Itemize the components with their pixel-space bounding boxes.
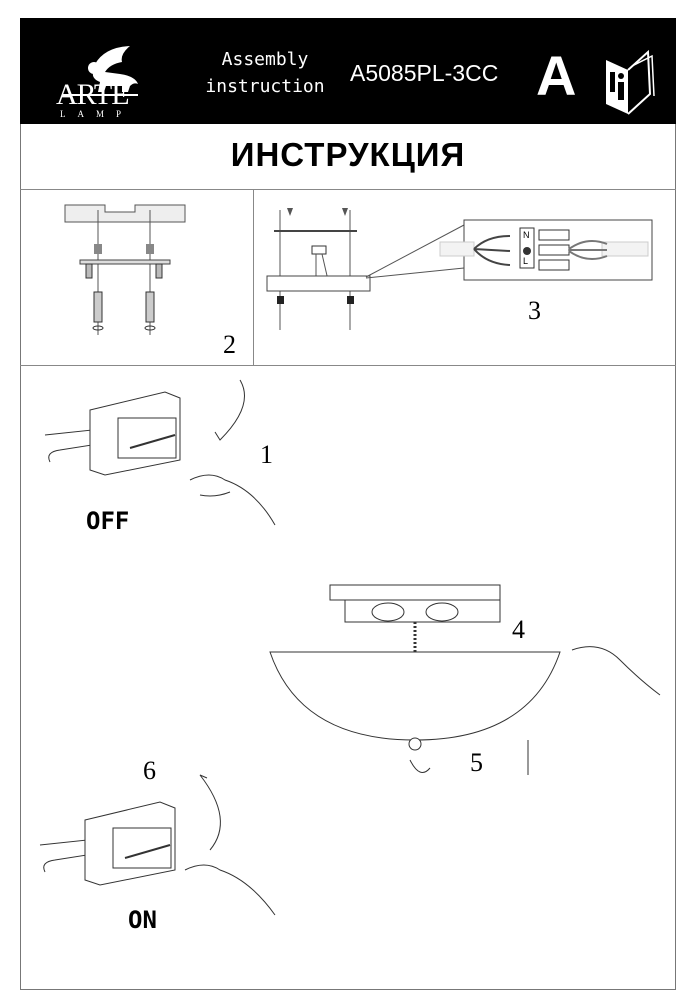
doc-type-line1: Assembly (221, 49, 309, 70)
switch-off-label: OFF (86, 507, 130, 535)
doc-type-line2: instruction (205, 76, 325, 97)
step-number-2: 2 (223, 330, 236, 359)
wall-switch-off-diagram (44, 379, 276, 526)
document-type: Assembly instruction (190, 46, 340, 100)
winged-lion-logo-icon (62, 46, 138, 96)
live-label: L (523, 256, 529, 266)
step-number-6: 6 (143, 756, 156, 785)
instruction-book-icon (606, 49, 655, 115)
model-number: A5085PL-3CC (350, 60, 499, 86)
neutral-label: N (523, 230, 530, 240)
divider (20, 189, 676, 190)
switch-on-label: ON (128, 906, 157, 934)
badge-letter: A (536, 44, 577, 107)
step-number-5: 5 (470, 748, 483, 777)
divider (253, 189, 254, 365)
ceiling-lamp-diagram (269, 584, 661, 775)
mounting-bracket-diagram (64, 204, 186, 335)
brand-name: ARTE (56, 78, 130, 111)
step-number-4: 4 (512, 615, 525, 644)
header-bar: ARTE LAMP Assembly instruction A5085PL-3… (20, 18, 676, 124)
wall-switch-on-diagram (39, 774, 276, 916)
page-title: ИНСТРУКЦИЯ (230, 136, 466, 173)
divider (20, 365, 676, 366)
wiring-diagram (266, 208, 653, 330)
step-number-1: 1 (260, 440, 273, 469)
step-number-3: 3 (528, 296, 541, 325)
brand-subtitle: LAMP (60, 109, 134, 119)
